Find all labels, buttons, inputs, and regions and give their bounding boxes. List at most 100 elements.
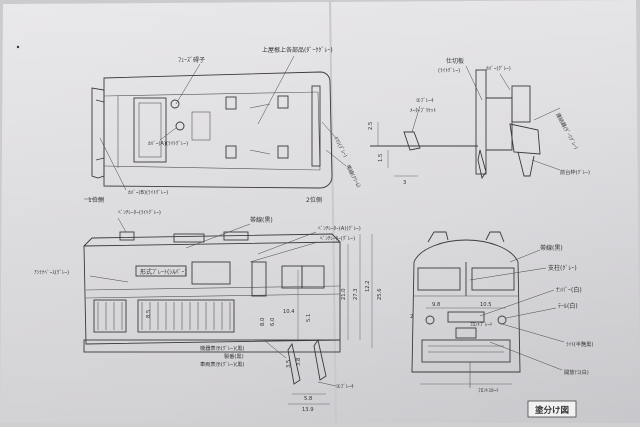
side-coupler-a: [287, 342, 301, 385]
side-vent-label: ﾍﾞﾝﾁﾚｰﾀｰ(ﾗｲﾄｸﾞﾚｰ): [118, 209, 161, 216]
side-dim-1: 21.0: [341, 288, 347, 300]
front-light-l: [425, 315, 435, 325]
roof-panel-inner: [138, 102, 162, 158]
cover-label: ｶﾊﾞｰ(ｸﾞﾚｰ): [486, 65, 511, 72]
front-window-l: [417, 267, 461, 291]
end-2-label: 2位側: [306, 196, 322, 204]
grill-b-label: ﾍﾞﾝﾁﾚｰﾀｰ(ｸﾞﾚｰ): [320, 235, 355, 242]
side-brake-label: ①ﾌﾞﾚｰｷ: [336, 383, 354, 390]
front-dim-1: 10.5: [480, 302, 492, 308]
roof-handrail: [311, 85, 321, 167]
dir-label-2: 製番(黒): [224, 352, 244, 360]
nameplate-label: 形式ﾌﾟﾚｰﾄ(ｼﾙﾊﾞｰ): [140, 268, 187, 276]
side-coupler-b: [313, 338, 327, 381]
leader-coupler: [533, 107, 561, 121]
paper-fold: [329, 0, 337, 424]
leader-roof: [257, 55, 295, 125]
roof-line-2: [103, 165, 321, 171]
leader-dir: [263, 339, 287, 359]
front-number-plate: [447, 311, 485, 323]
roof-end-details: [95, 99, 105, 161]
leader-stripe-side: [185, 223, 251, 249]
roof-box-4: [277, 145, 289, 159]
roof-line-1: [103, 91, 319, 97]
front-panta-l: [427, 231, 449, 243]
side-dim-3: 8.0: [260, 318, 266, 326]
board-label: 仕切板: [446, 57, 464, 65]
front-body: [411, 239, 521, 373]
side-ventilator: [119, 231, 135, 241]
side-pantograph-base: [173, 233, 205, 243]
roof-box-2: [225, 145, 237, 159]
side-view: ﾍﾞﾝﾁﾚｰﾀｰ(ﾗｲﾄｸﾞﾚｰ) 帯線(黒) ﾍﾞﾝﾁﾚｰﾀｰ(A)(ｸﾞﾚｰ…: [34, 209, 383, 413]
side-stripe-line-2: [85, 293, 341, 299]
dim-c-value: 1.5: [378, 154, 384, 162]
leader-front-marker: [505, 307, 557, 319]
leader-handrail: [321, 121, 337, 139]
leader-front-pillar: [469, 267, 547, 281]
roof-box-1: [225, 96, 237, 110]
front-view: 帯線(黒) 支柱(ｸﾞﾚｰ) ﾅﾝﾊﾞｰ(白) ﾃｰﾙ(白) ﾗｲﾄ(半艶黒) …: [410, 231, 593, 394]
side-dim-2: 27.3: [353, 288, 359, 300]
antenna-label: ｱﾝﾃﾅﾍﾞｰｽ(ｸﾞﾚｰ): [34, 269, 69, 276]
side-dim-10: 25.6: [377, 288, 383, 300]
side-dim-0: 10.4: [283, 309, 295, 315]
front-dim-2: 2: [410, 314, 413, 320]
roof-box-3: [277, 95, 289, 109]
leader-insulator: [175, 63, 201, 105]
meter-label: ﾒｰﾀｰﾌﾞﾗｹｯﾄ: [410, 107, 436, 114]
leader-antenna: [89, 275, 129, 283]
roof-outline: [103, 71, 333, 189]
detail-brake-label: ①ﾌﾞﾚｰｷ: [416, 97, 434, 104]
front-skirt: [421, 339, 511, 363]
side-stripe-line: [85, 285, 341, 291]
front-marker-label: ﾃｰﾙ(白): [558, 302, 578, 310]
side-dim-8: 3.8: [296, 358, 302, 366]
leader-front-light: [501, 323, 565, 343]
detail-bracket: [477, 149, 487, 180]
front-skirt-label: ﾌﾛﾝﾄｽｶｰﾄ: [478, 387, 499, 394]
front-pillar-label: 支柱(ｸﾞﾚｰ): [548, 264, 577, 272]
front-label: 前台枠(ｸﾞﾚｰ): [560, 168, 590, 176]
front-coupler: [455, 327, 477, 339]
roof-pipes: [249, 103, 271, 155]
front-step-label: 開放ﾃｺ(白): [564, 368, 589, 376]
leader-cover: [499, 73, 511, 91]
side-grille: [93, 299, 235, 333]
leader-front-stripe: [509, 249, 541, 263]
leader-front-number: [479, 289, 555, 317]
side-dim-7: 8.5: [146, 310, 152, 318]
roof-hatch: [191, 111, 211, 141]
leader-board: [465, 65, 483, 101]
side-dim-9: 3.5: [286, 360, 292, 368]
leader-stripe: [325, 149, 347, 167]
leader-plate-b: [99, 137, 127, 191]
roof-color-label: 上屋根上各部品(ﾀﾞｰｸｸﾞﾚｰ): [262, 46, 333, 54]
side-frame: [83, 339, 341, 353]
plate-a-label: ｶﾊﾞｰ(A)(ﾗｲﾄｸﾞﾚｰ): [148, 140, 188, 147]
front-skirt-lines: [428, 345, 504, 353]
plate-b-label: ｶﾊﾞｰ(B)(ﾗｲﾄｸﾞﾚｰ): [128, 189, 168, 196]
side-window-1: [191, 261, 231, 285]
leader-grill-b: [249, 241, 319, 263]
front-light-label: ﾗｲﾄ(半艶黒): [566, 340, 593, 348]
side-dim-5: 12.2: [365, 280, 371, 292]
dim-a-value: 2.5: [368, 122, 374, 130]
margin-dot: [16, 45, 20, 49]
dim-b-value: 3: [403, 180, 406, 186]
front-number-label: ﾅﾝﾊﾞｰ(白): [556, 286, 582, 294]
side-dim-11: 13.9: [302, 407, 314, 413]
side-door: [251, 261, 267, 297]
detail-coupler-hook: [517, 151, 535, 177]
side-dim-6: 5.1: [306, 314, 312, 322]
board-color-label: (ﾗｲﾄｸﾞﾚｰ): [438, 67, 460, 74]
leader-brake: [411, 105, 421, 133]
front-panta-r: [485, 231, 505, 243]
roof-panel: [133, 97, 167, 163]
dir-label-3: 車両表示(ｸﾞﾚｰ)(黒): [200, 360, 244, 368]
insulator-1: [170, 99, 180, 109]
side-dim-4: 6.0: [270, 318, 276, 326]
side-window-3: [301, 265, 325, 289]
